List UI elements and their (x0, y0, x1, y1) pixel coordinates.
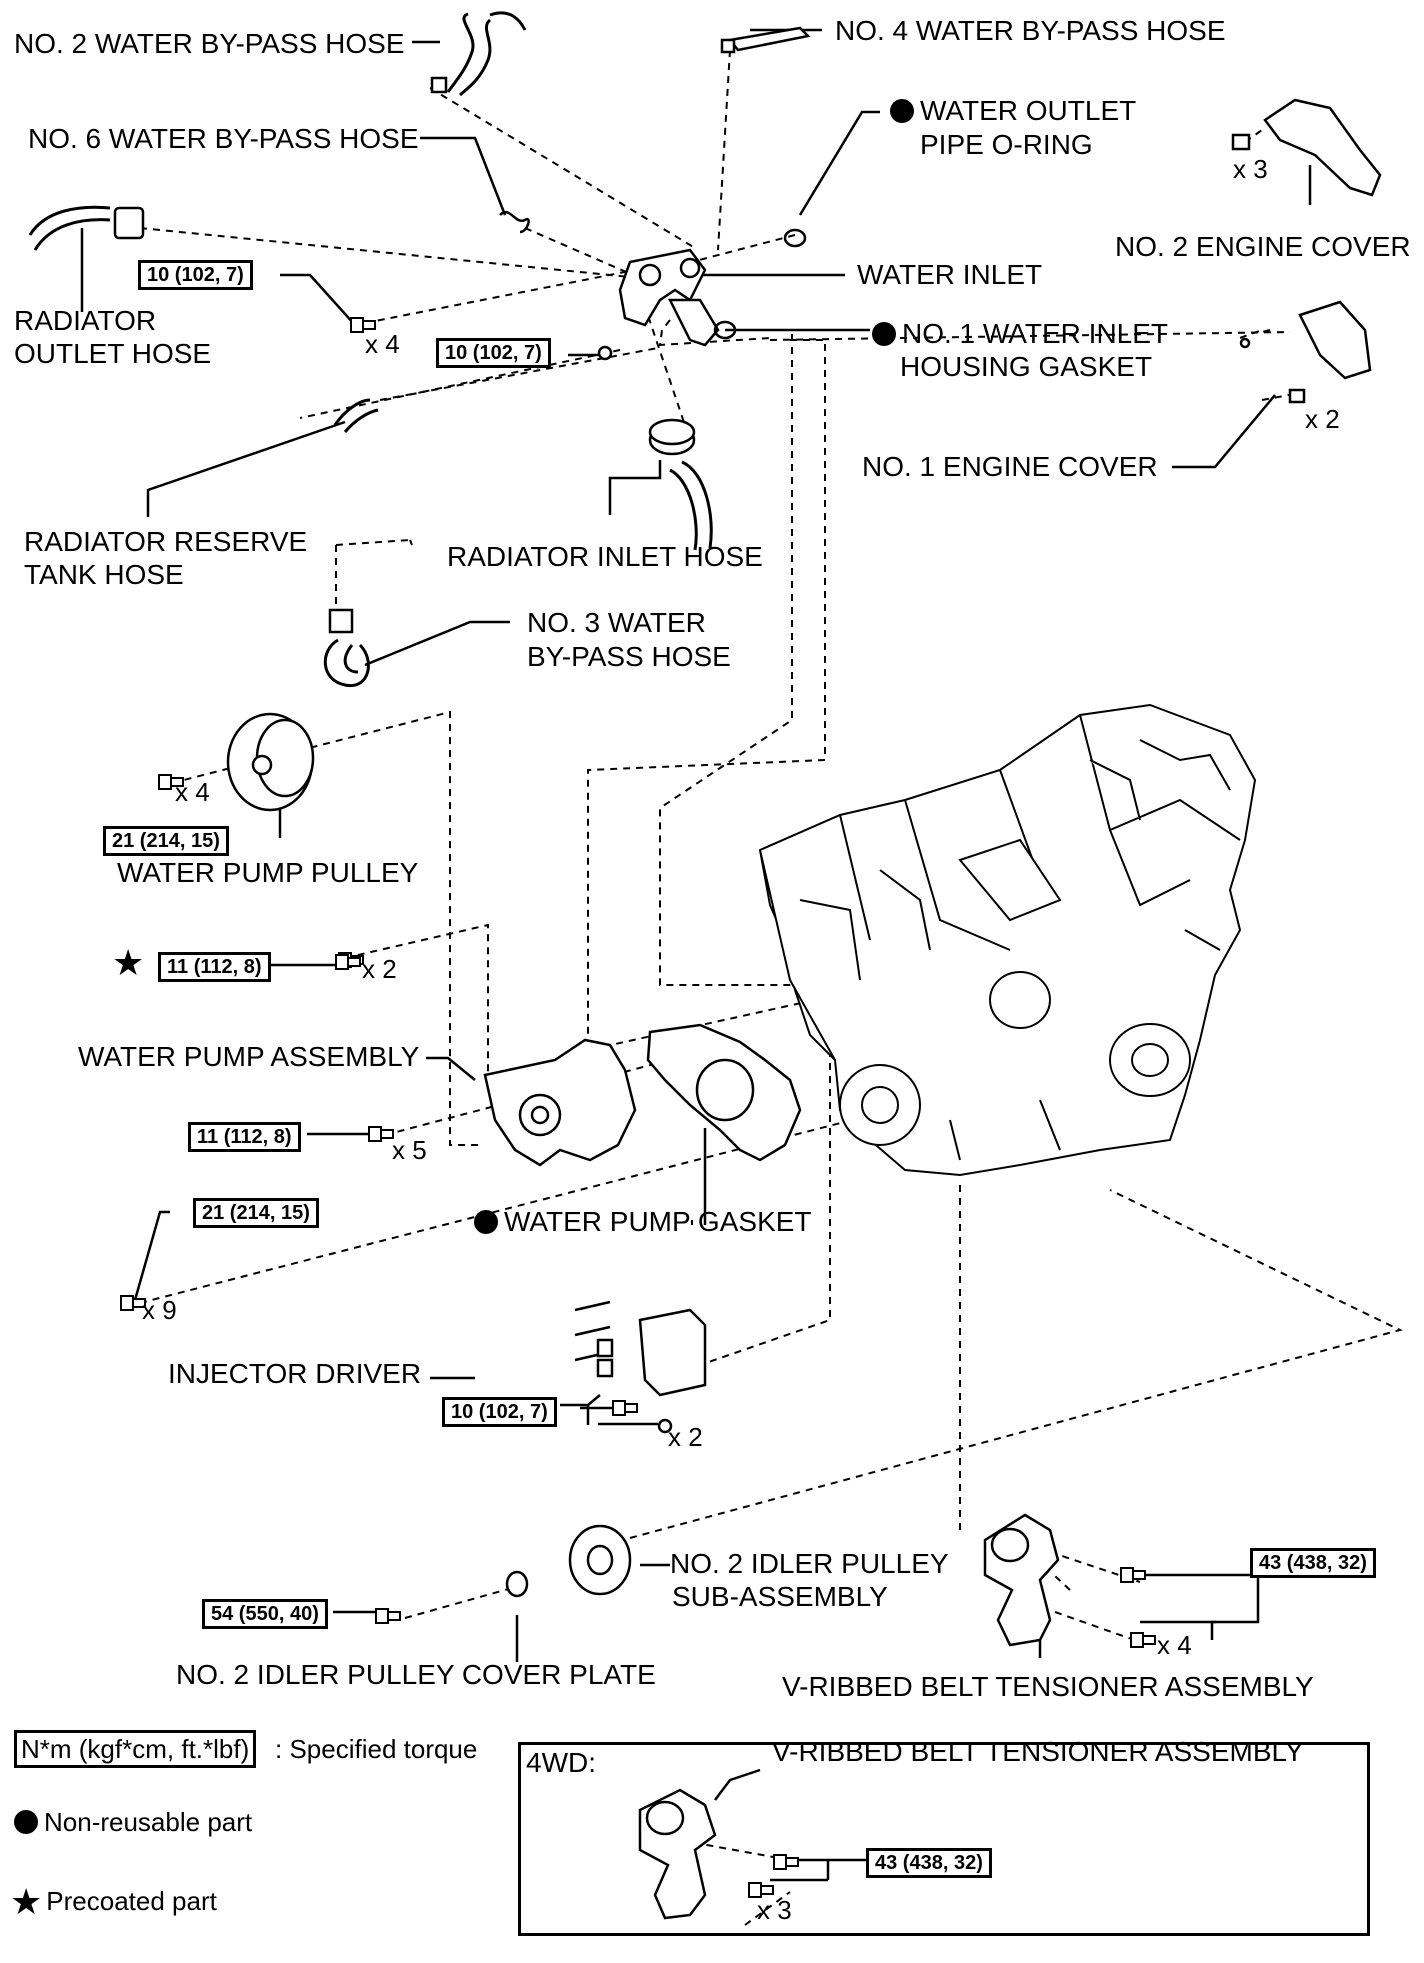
label-no1-water-inlet-housing-gasket: NO. 1 WATER INLET (872, 317, 1168, 351)
part-drawings (28, 11, 1382, 1920)
label-water-outlet-pipe-oring-line2: PIPE O-RING (920, 129, 1093, 160)
legend-precoated: ★Precoated part (10, 1884, 217, 1920)
label-water-pump-assembly: WATER PUMP ASSEMBLY (78, 1041, 420, 1072)
legend-torque-unit: N*m (kgf*cm, ft.*lbf) (14, 1730, 257, 1768)
non-reusable-dot-icon (872, 322, 896, 346)
label-no4-water-bypass-hose: NO. 4 WATER BY-PASS HOSE (835, 15, 1226, 46)
label-no1-water-inlet-housing-gasket-line2: HOUSING GASKET (900, 351, 1153, 382)
torque-tensioner: 43 (438, 32) (1250, 1548, 1376, 1578)
label-water-pump-pulley: WATER PUMP PULLEY (117, 857, 419, 888)
label-no1-water-inlet-housing-gasket-line1: NO. 1 WATER INLET (902, 318, 1169, 349)
torque-tensioner-4wd: 43 (438, 32) (866, 1848, 992, 1878)
qty-no1-engine-cover-bolts: x 2 (1305, 404, 1340, 434)
qty-gasket-bolts: x 9 (142, 1295, 177, 1325)
label-water-pump-gasket: WATER PUMP GASKET (474, 1205, 812, 1239)
torque-injector-driver: 10 (102, 7) (442, 1397, 557, 1427)
label-no6-water-bypass-hose: NO. 6 WATER BY-PASS HOSE (28, 123, 419, 154)
non-reusable-dot-icon (890, 99, 914, 123)
label-water-inlet: WATER INLET (857, 259, 1043, 290)
non-reusable-dot-icon (474, 1210, 498, 1234)
non-reusable-dot-icon (14, 1810, 38, 1834)
qty-injector-driver-bolts: x 2 (668, 1422, 703, 1452)
torque-pulley-bolts: 21 (214, 15) (103, 826, 229, 856)
torque-water-inlet-bolts: 10 (102, 7) (138, 260, 253, 290)
torque-water-pump-bolts: 11 (112, 8) (188, 1122, 301, 1152)
label-no2-idler-pulley-subassembly-line1: NO. 2 IDLER PULLEY (670, 1548, 949, 1579)
qty-tensioner-4wd-bolts: x 3 (757, 1895, 792, 1925)
legend-non-reusable-text: Non-reusable part (44, 1807, 253, 1837)
label-no3-water-bypass-hose-line1: NO. 3 WATER (527, 607, 706, 638)
label-water-pump-gasket-text: WATER PUMP GASKET (504, 1206, 812, 1237)
label-vribbed-belt-tensioner-assembly: V-RIBBED BELT TENSIONER ASSEMBLY (782, 1671, 1314, 1702)
legend-torque-text: : Specified torque (275, 1734, 478, 1764)
label-water-outlet-pipe-oring-line1: WATER OUTLET (920, 95, 1137, 126)
qty-water-pump-bolts: x 5 (392, 1135, 427, 1165)
label-radiator-outlet-hose-line1: RADIATOR (14, 305, 157, 336)
precoated-star-icon: ★ (112, 942, 145, 983)
label-water-outlet-pipe-oring: WATER OUTLET (890, 94, 1136, 128)
torque-idler-cover-plate: 54 (550, 40) (202, 1599, 328, 1629)
label-radiator-reserve-tank-hose-line2: TANK HOSE (24, 559, 184, 590)
torque-gasket-bolts: 21 (214, 15) (193, 1198, 319, 1228)
box-4wd (518, 1742, 1370, 1936)
precoated-marker: ★ (112, 945, 148, 981)
precoated-star-icon: ★ (10, 1881, 43, 1922)
label-vribbed-belt-tensioner-assembly-4wd: V-RIBBED BELT TENSIONER ASSEMBLY (772, 1736, 1304, 1767)
torque-precoated-bolts: 11 (112, 8) (158, 952, 271, 982)
label-radiator-outlet-hose-line2: OUTLET HOSE (14, 338, 212, 369)
label-4wd: 4WD: (526, 1747, 596, 1778)
label-injector-driver: INJECTOR DRIVER (168, 1358, 422, 1389)
label-no2-water-bypass-hose: NO. 2 WATER BY-PASS HOSE (14, 28, 405, 59)
qty-tensioner-bolts: x 4 (1157, 1630, 1192, 1660)
leader-lines (80, 28, 1312, 1882)
legend-precoated-text: Precoated part (46, 1886, 217, 1916)
label-radiator-reserve-tank-hose-line1: RADIATOR RESERVE (24, 526, 308, 557)
label-no2-idler-pulley-subassembly-line2: SUB-ASSEMBLY (672, 1581, 888, 1612)
qty-water-inlet-bolts: x 4 (365, 329, 400, 359)
torque-water-inlet-nut: 10 (102, 7) (436, 338, 551, 368)
label-no2-engine-cover: NO. 2 ENGINE COVER (1115, 231, 1411, 262)
engine-block-drawing (758, 703, 1257, 1177)
legend-non-reusable: Non-reusable part (14, 1805, 252, 1839)
qty-no2-engine-cover-bolts: x 3 (1233, 154, 1268, 184)
qty-pulley-bolts: x 4 (175, 777, 210, 807)
label-radiator-inlet-hose: RADIATOR INLET HOSE (447, 541, 763, 572)
label-no3-water-bypass-hose-line2: BY-PASS HOSE (527, 641, 731, 672)
label-no2-idler-pulley-cover-plate: NO. 2 IDLER PULLEY COVER PLATE (176, 1659, 656, 1690)
qty-precoated-bolts: x 2 (362, 954, 397, 984)
label-no1-engine-cover: NO. 1 ENGINE COVER (862, 451, 1158, 482)
